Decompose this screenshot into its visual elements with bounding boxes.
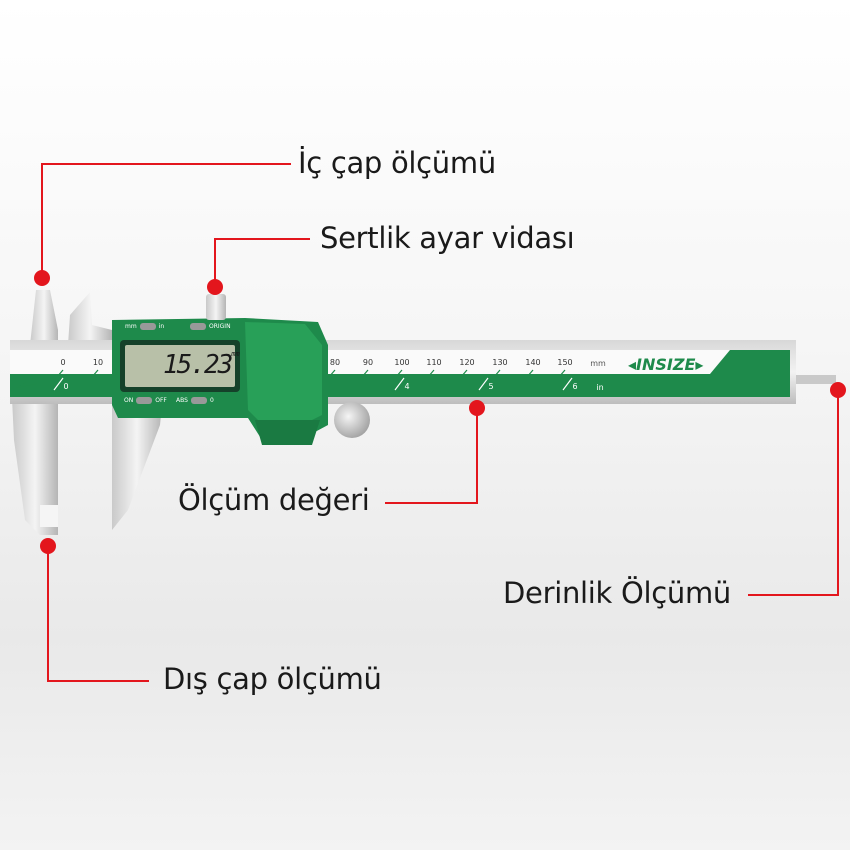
outer-diameter-line-h [47,680,149,682]
sliding-inner-jaw [68,292,112,345]
depth-line-v [837,390,839,596]
lock-screw-dot [207,279,223,295]
mm-tick [361,369,369,378]
mm-scale-label: 90 [362,358,374,367]
outer-diameter-label: Dış çap ölçümü [163,662,382,696]
origin-label: ORIGIN [209,323,231,330]
mm-tick [526,369,534,378]
inner-diameter-dot [34,270,50,286]
reading-line-h [385,502,478,504]
reading-line-v [476,408,478,504]
mm-tick [427,369,435,378]
mm-scale-label: 0 [60,358,66,367]
mm-scale-label: 80 [329,358,341,367]
mm-scale-label: 120 [459,358,475,367]
origin-button-group: ORIGIN [190,323,231,330]
mm-scale-label: 10 [92,358,104,367]
inner-diameter-line-h [41,163,291,165]
mm-tick [91,369,99,378]
thumb-roller[interactable] [334,402,370,438]
inch-tick [562,377,573,391]
inch-scale-label: 4 [404,382,410,391]
fixed-outer-jaw [12,398,58,535]
mm-tick [493,369,501,378]
inch-scale-label: 6 [572,382,578,391]
lock-screw[interactable] [206,294,226,320]
mm-unit-label: mm [590,359,606,368]
off-label: OFF [155,397,167,404]
abs-label: ABS [176,397,188,404]
mm-tick [460,369,468,378]
lcd-reading: 15.23mm [163,350,240,380]
origin-button[interactable] [190,323,206,330]
brand-name: INSIZE [636,355,696,374]
lcd-value: 15.23 [163,350,233,380]
inch-tick [478,377,489,391]
mm-scale-label: 100 [394,358,410,367]
lock-screw-label: Sertlik ayar vidası [320,221,575,255]
lcd-display [125,345,235,387]
mm-label: mm [125,323,137,330]
inch-tick [53,377,64,391]
mm-tick [56,369,64,378]
mm-tick [395,369,403,378]
lock-screw-line-v [214,238,216,282]
sliding-outer-jaw [112,405,162,530]
brand-logo: ◂INSIZE▸ [628,355,704,374]
mm-tick [328,369,336,378]
mm-scale-label: 150 [557,358,573,367]
power-button-group: ON OFF [124,397,167,404]
mm-in-button[interactable] [139,323,156,330]
abs-zero-button-group: ABS 0 [176,397,214,404]
lcd-unit: mm [231,350,240,358]
outer-diameter-line-v [47,546,49,682]
inch-scale-label: 5 [488,382,494,391]
zero-label: 0 [209,397,214,404]
fixed-inner-jaw [30,290,58,345]
inner-diameter-line-v [41,163,43,273]
mm-scale-label: 110 [426,358,442,367]
slider-body [112,318,328,445]
power-button[interactable] [136,397,153,404]
depth-line-h [748,594,839,596]
lock-screw-line-h [214,238,310,240]
depth-label: Derinlik Ölçümü [503,576,731,610]
inch-scale-label: 0 [63,382,69,391]
mm-scale-label: 130 [492,358,508,367]
inner-diameter-label: İç çap ölçümü [298,146,496,180]
mm-scale-label: 140 [525,358,541,367]
on-label: ON [124,397,134,404]
mm-tick [558,369,566,378]
mm-in-button-group: mm in [125,323,164,330]
in-label: in [158,323,165,330]
inch-tick [394,377,405,391]
reading-label: Ölçüm değeri [178,483,370,517]
inch-unit-label: in [596,383,604,392]
abs-zero-button[interactable] [190,397,207,404]
